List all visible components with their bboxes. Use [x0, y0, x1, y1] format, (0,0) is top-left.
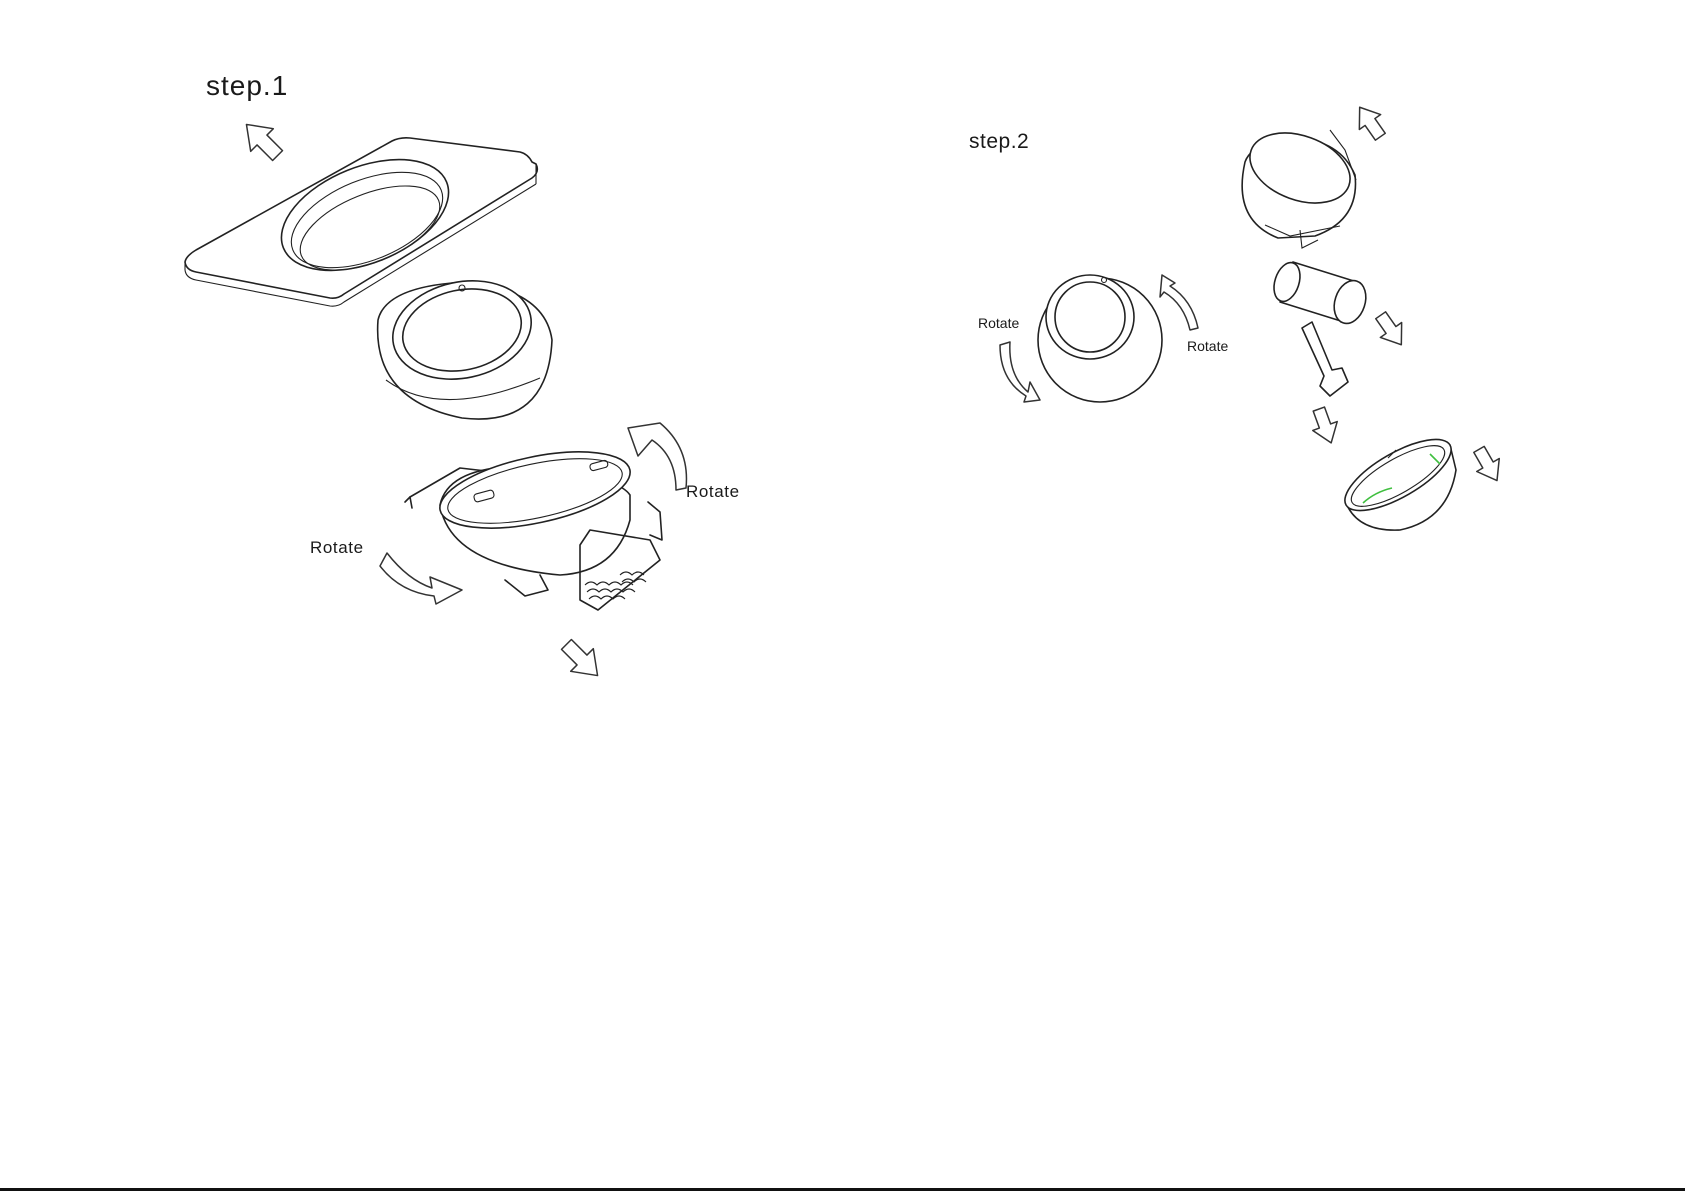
step2-arrow-down — [1307, 405, 1344, 448]
step1-rotate-arrow-right — [628, 423, 686, 490]
step1-panel: step.1 — [185, 70, 740, 687]
step1-arrow-up-left — [235, 113, 289, 167]
step2-panel: step.2 Rotate Rotate — [969, 100, 1508, 530]
top-dome — [1240, 120, 1360, 248]
step1-rotate-arrow-left — [380, 553, 462, 604]
step2-arrow-down-right-2 — [1468, 443, 1509, 487]
step2-arrow-up-right — [1349, 100, 1391, 144]
light-dome — [378, 268, 552, 419]
step2-rotate-arrow-left — [1000, 342, 1040, 402]
step2-title: step.2 — [969, 130, 1029, 153]
step2-rotate-label-right: Rotate — [1187, 338, 1228, 354]
step1-arrow-down-right — [555, 633, 609, 687]
step2-rotate-arrow-right — [1160, 275, 1198, 330]
bottom-hemisphere — [1335, 426, 1461, 530]
step2-rotate-label-left: Rotate — [978, 315, 1019, 331]
step2-arrow-down-right-1 — [1370, 308, 1412, 352]
spring-pin — [1302, 322, 1348, 396]
step1-rotate-label-right: Rotate — [686, 482, 740, 501]
step1-rotate-label-left: Rotate — [310, 538, 364, 557]
step1-title: step.1 — [206, 70, 288, 101]
cylinder-driver — [1269, 259, 1371, 327]
assembled-sphere — [1038, 275, 1162, 402]
